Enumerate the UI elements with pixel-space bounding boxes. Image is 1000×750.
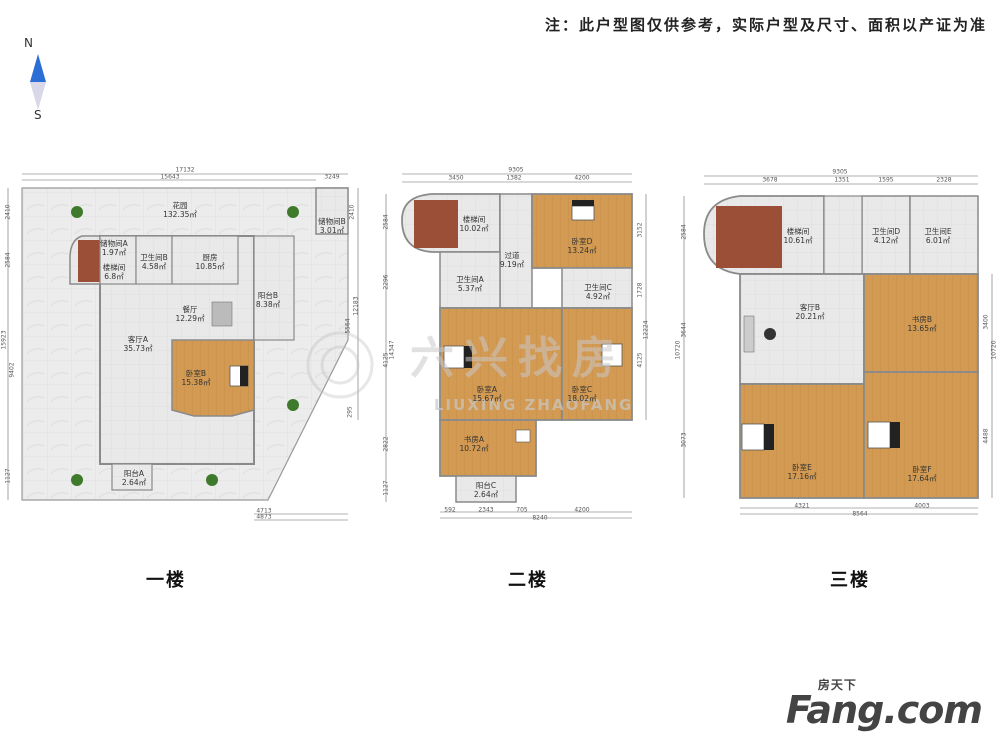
compass: N S: [16, 36, 56, 126]
brand-text: Fang.com: [785, 688, 983, 732]
dimension-label: 2584: [680, 224, 688, 240]
dimension-label: 5564: [344, 318, 352, 334]
floor-label-3: 三楼: [830, 570, 870, 591]
dimension-label: 2343: [478, 506, 494, 514]
dimension-label: 10720: [674, 340, 682, 360]
floor-label-2: 二楼: [508, 570, 548, 591]
dimension-label: 3249: [324, 173, 340, 181]
watermark-subtext: LIUXING ZHAOFANG: [434, 396, 634, 414]
dimension-label: 4488: [982, 428, 990, 444]
dimension-label: 3400: [982, 314, 990, 330]
dimension-label: 705: [516, 506, 528, 514]
dimension-label: 1127: [382, 480, 390, 496]
dimension-label: 295: [346, 406, 354, 418]
dimension-label: 8240: [532, 514, 548, 522]
brand-cn: 房天下: [817, 678, 857, 692]
dimension-label: 4713: [256, 507, 272, 515]
dimension-label: 2410: [4, 204, 12, 220]
dimension-label: 14347: [388, 340, 396, 360]
dimension-label: 1127: [4, 468, 12, 484]
dimension-label: 2822: [382, 436, 390, 452]
dimension-label: 3152: [636, 222, 644, 238]
dimension-label: 592: [444, 506, 456, 514]
dimension-label: 4003: [914, 502, 930, 510]
dimension-label: 2584: [4, 252, 12, 268]
dimension-label: 4125: [636, 352, 644, 368]
dimension-label: 2328: [936, 176, 952, 184]
floor-3-plan: [683, 175, 993, 515]
watermark-logo-icon: [306, 331, 374, 399]
dimension-label: 4873: [256, 513, 272, 521]
brand-logo: 房天下 Fang.com: [785, 678, 983, 732]
dimension-label: 15923: [0, 330, 8, 350]
compass-north-label: N: [24, 36, 33, 50]
dimension-label: 4321: [794, 502, 810, 510]
dimension-label: 4200: [574, 174, 590, 182]
dimension-label: 4200: [574, 506, 590, 514]
dimension-label: 1728: [636, 282, 644, 298]
dimension-label: 12224: [642, 320, 650, 340]
dimension-label: 3450: [448, 174, 464, 182]
disclaimer-notice: 注：此户型图仅供参考，实际户型及尺寸、面积以产证为准: [545, 16, 988, 34]
dimension-label: 9305: [508, 166, 524, 174]
dimension-label: 17132: [175, 166, 195, 174]
dimension-label: 15643: [160, 173, 180, 181]
dimension-label: 3644: [680, 322, 688, 338]
dimension-label: 3678: [762, 176, 778, 184]
dimension-label: 9402: [8, 362, 16, 378]
dimension-label: 12183: [352, 296, 360, 316]
dimension-label: 1595: [878, 176, 894, 184]
dimension-label: 1351: [834, 176, 850, 184]
dimension-label: 1382: [506, 174, 522, 182]
compass-south-label: S: [34, 108, 42, 122]
dimension-label: 3073: [680, 432, 688, 448]
watermark-text: 六兴找房: [410, 333, 626, 384]
dimension-label: 8564: [852, 510, 868, 518]
dimension-label: 4125: [382, 352, 390, 368]
floor-2-plan: [385, 173, 647, 519]
floor-1-plan: [7, 173, 359, 521]
dimension-label: 2296: [382, 274, 390, 290]
dimension-label: 10720: [990, 340, 998, 360]
compass-needle-icon: [30, 54, 46, 110]
dimension-label: 9305: [832, 168, 848, 176]
dimension-label: 2584: [382, 214, 390, 230]
floor-label-1: 一楼: [146, 570, 186, 591]
dimension-label: 2410: [348, 204, 356, 220]
